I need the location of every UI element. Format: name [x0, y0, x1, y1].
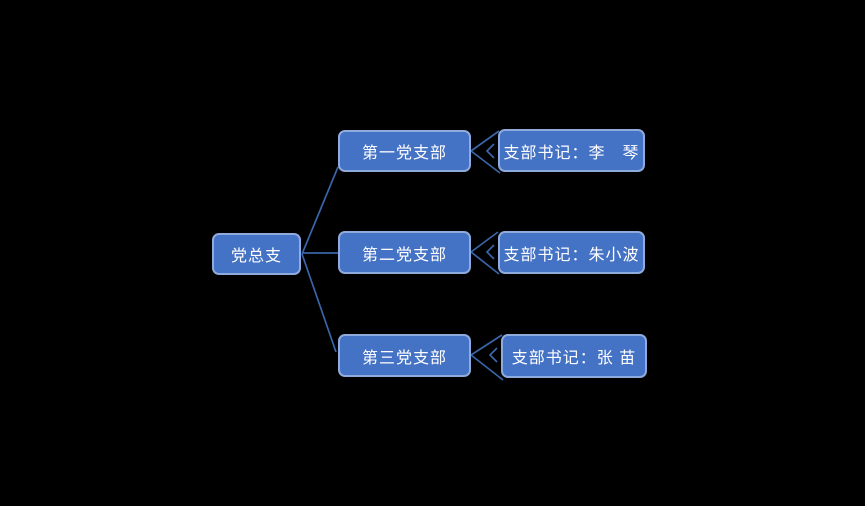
node-party-general-branch[interactable]: 党总支 [212, 233, 301, 275]
connector-branch3-secretary-lower [470, 354, 504, 381]
connector-branch2-secretary-lower [470, 251, 500, 275]
arrowhead-icon [488, 347, 498, 363]
connector-branch2-secretary-upper [470, 231, 499, 253]
node-label: 党总支 [230, 248, 282, 265]
arrowhead-icon [485, 143, 495, 159]
node-secretary-1[interactable]: 支部书记：李 琴 [498, 129, 645, 172]
connector-root-to-branch-1 [301, 166, 339, 255]
connector-branch1-secretary-lower [470, 150, 501, 174]
node-label: 支部书记：朱小波 [503, 246, 640, 264]
connector-branch3-secretary-upper [470, 334, 503, 356]
node-secretary-2[interactable]: 支部书记：朱小波 [498, 231, 645, 274]
node-label: 第三党支部 [361, 349, 447, 367]
node-branch-2[interactable]: 第二党支部 [338, 231, 471, 274]
node-label: 第一党支部 [361, 145, 447, 162]
node-branch-3[interactable]: 第三党支部 [338, 334, 471, 377]
connector-branch1-secretary-upper [470, 130, 500, 152]
node-label: 支部书记：李 琴 [503, 144, 640, 162]
arrowhead-icon [485, 244, 495, 260]
connector-root-to-branch-3 [301, 253, 337, 353]
node-label: 支部书记：张 苗 [511, 350, 637, 367]
node-secretary-3[interactable]: 支部书记：张 苗 [501, 334, 647, 378]
node-label: 第二党支部 [361, 246, 447, 264]
node-branch-1[interactable]: 第一党支部 [338, 130, 471, 172]
